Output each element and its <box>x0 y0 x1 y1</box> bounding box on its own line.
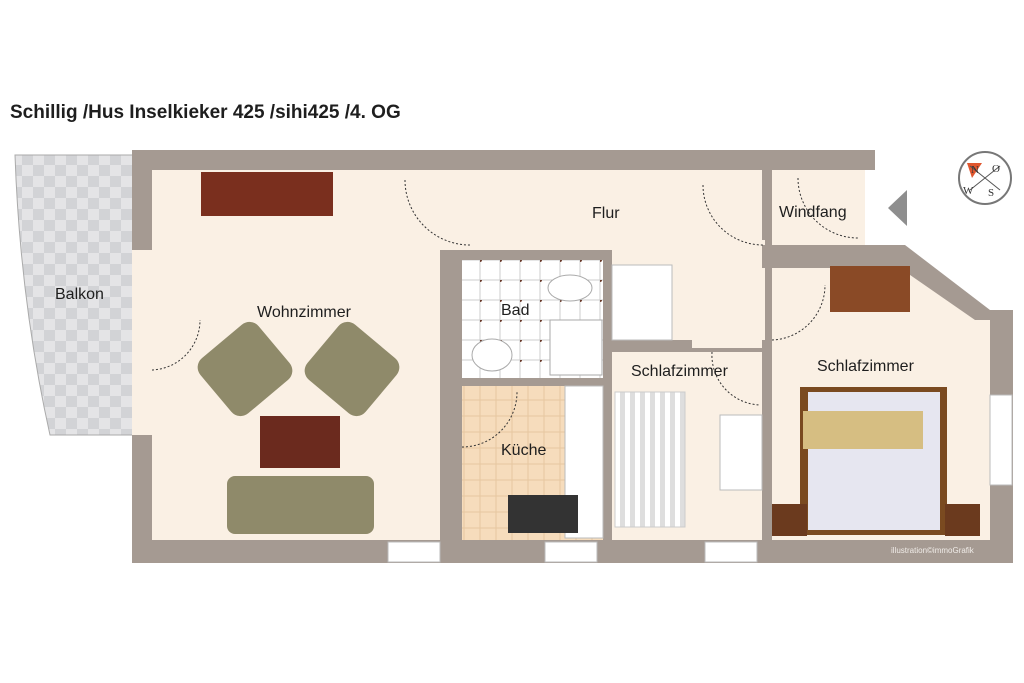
room-label-windfang: Windfang <box>779 204 847 221</box>
wall <box>612 340 692 350</box>
door-swing <box>404 179 471 246</box>
sofa <box>227 476 374 534</box>
door-swing <box>151 319 201 371</box>
nightstand <box>945 504 980 536</box>
wall <box>440 250 462 540</box>
room-label-balkon: Balkon <box>55 286 104 303</box>
plan-title: Schillig /Hus Inselkieker 425 /sihi425 /… <box>10 102 401 123</box>
nightstand <box>772 504 807 536</box>
compass-w: W <box>963 185 974 197</box>
kitchen-counter <box>564 385 604 539</box>
wall <box>440 250 612 260</box>
window <box>387 541 441 563</box>
desk <box>830 266 910 312</box>
door-swing <box>711 351 761 406</box>
blanket <box>803 411 923 449</box>
window <box>704 541 758 563</box>
kitchen-sink <box>508 495 578 533</box>
compass-icon: N O S W <box>958 151 1012 205</box>
credit-text: illustration©immoGrafik <box>891 546 975 555</box>
window <box>544 541 598 563</box>
room-label-flur: Flur <box>592 205 620 222</box>
balcony-floor <box>14 154 141 436</box>
wall <box>762 168 772 240</box>
room-label-schlafzimmer-1: Schlafzimmer <box>631 363 729 380</box>
wall <box>462 378 610 386</box>
flur-floor <box>440 170 765 258</box>
sink <box>471 338 513 372</box>
window <box>989 394 1013 486</box>
wall <box>132 250 152 435</box>
sideboard <box>201 172 333 216</box>
bathtub-shower <box>549 319 603 376</box>
compass-s: S <box>988 187 994 199</box>
room-label-schlafzimmer-2: Schlafzimmer <box>817 358 915 375</box>
armchair <box>304 321 400 417</box>
coffee-table <box>260 416 340 468</box>
wall <box>762 340 772 540</box>
entrance-arrow-icon <box>888 190 907 226</box>
room-label-kueche: Küche <box>501 442 546 459</box>
bed <box>614 391 686 528</box>
room-label-bad: Bad <box>501 302 529 319</box>
compass-n: N <box>971 164 979 176</box>
wall <box>603 258 612 540</box>
toilet <box>547 274 593 302</box>
armchair <box>197 321 293 417</box>
room-label-wohnzimmer: Wohnzimmer <box>257 304 352 321</box>
windfang-floor <box>772 170 865 245</box>
compass-o: O <box>992 163 1000 175</box>
wall <box>762 245 902 268</box>
closets <box>611 264 673 341</box>
wardrobe <box>719 414 763 491</box>
